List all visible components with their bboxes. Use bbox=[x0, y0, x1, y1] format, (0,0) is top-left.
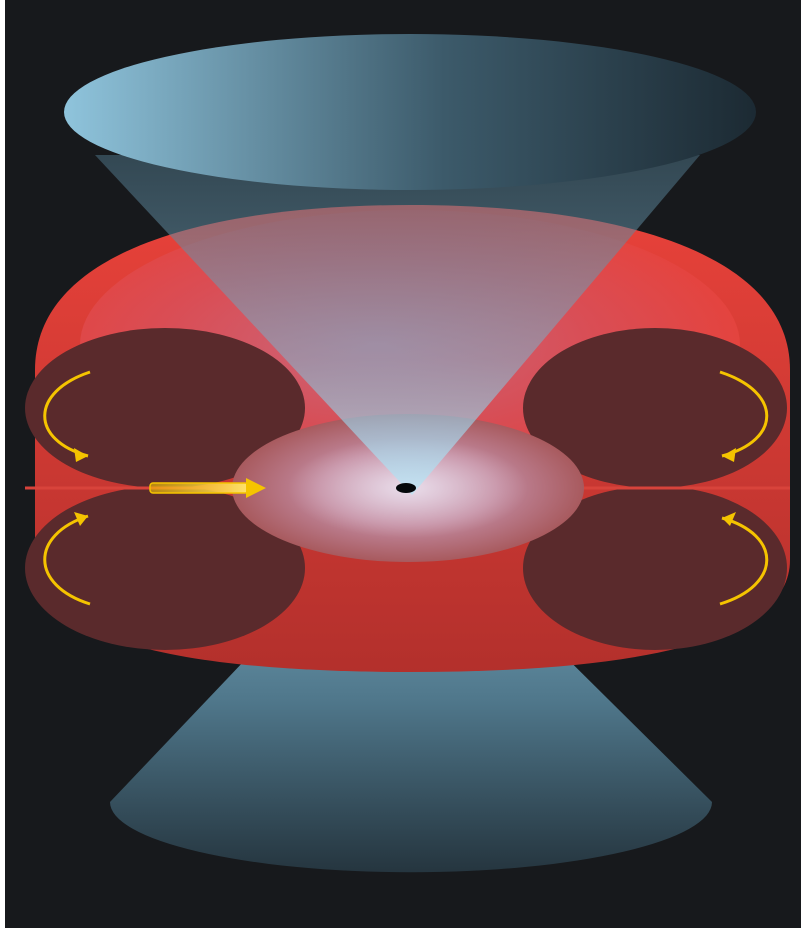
central-black-hole bbox=[396, 483, 416, 493]
inflow-arrow-shaft bbox=[150, 483, 248, 493]
upper-cone-cap bbox=[64, 34, 756, 190]
